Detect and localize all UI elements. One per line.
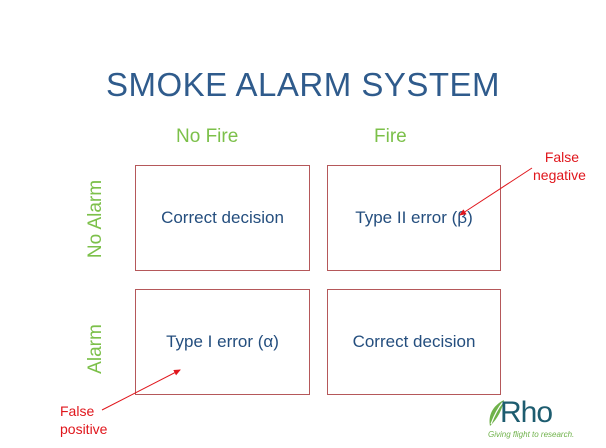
row-header-no-alarm: No Alarm — [85, 179, 106, 259]
cell-label: Correct decision — [352, 332, 476, 351]
row-header-alarm: Alarm — [85, 324, 106, 374]
logo-wordmark: Rho — [500, 396, 553, 429]
column-header-no-fire: No Fire — [176, 126, 239, 147]
annotation-line: False — [60, 403, 95, 419]
rho-leaf-icon — [489, 400, 504, 426]
matrix-cell-no-alarm-fire: Type II error (β) — [327, 165, 501, 271]
matrix-cell-no-alarm-no-fire: Correct decision — [135, 165, 310, 271]
matrix-cell-alarm-no-fire: Type I error (α) — [135, 289, 310, 395]
diagram-title: SMOKE ALARM SYSTEM — [105, 66, 501, 103]
annotation-line: negative — [533, 167, 586, 183]
cell-label: Type II error (β) — [355, 208, 473, 227]
cell-label: Type I error (α) — [166, 332, 279, 351]
cell-label: Correct decision — [161, 208, 284, 227]
logo-tagline: Giving flight to research. — [488, 430, 575, 439]
rho-logo: Rho Giving flight to research. — [486, 396, 598, 444]
matrix-cell-alarm-fire: Correct decision — [327, 289, 501, 395]
annotation-false-positive: False positive — [60, 402, 107, 438]
annotation-false-negative: False negative — [533, 148, 586, 184]
annotation-line: False — [544, 149, 580, 165]
column-header-fire: Fire — [374, 126, 407, 147]
annotation-line: positive — [60, 421, 108, 437]
